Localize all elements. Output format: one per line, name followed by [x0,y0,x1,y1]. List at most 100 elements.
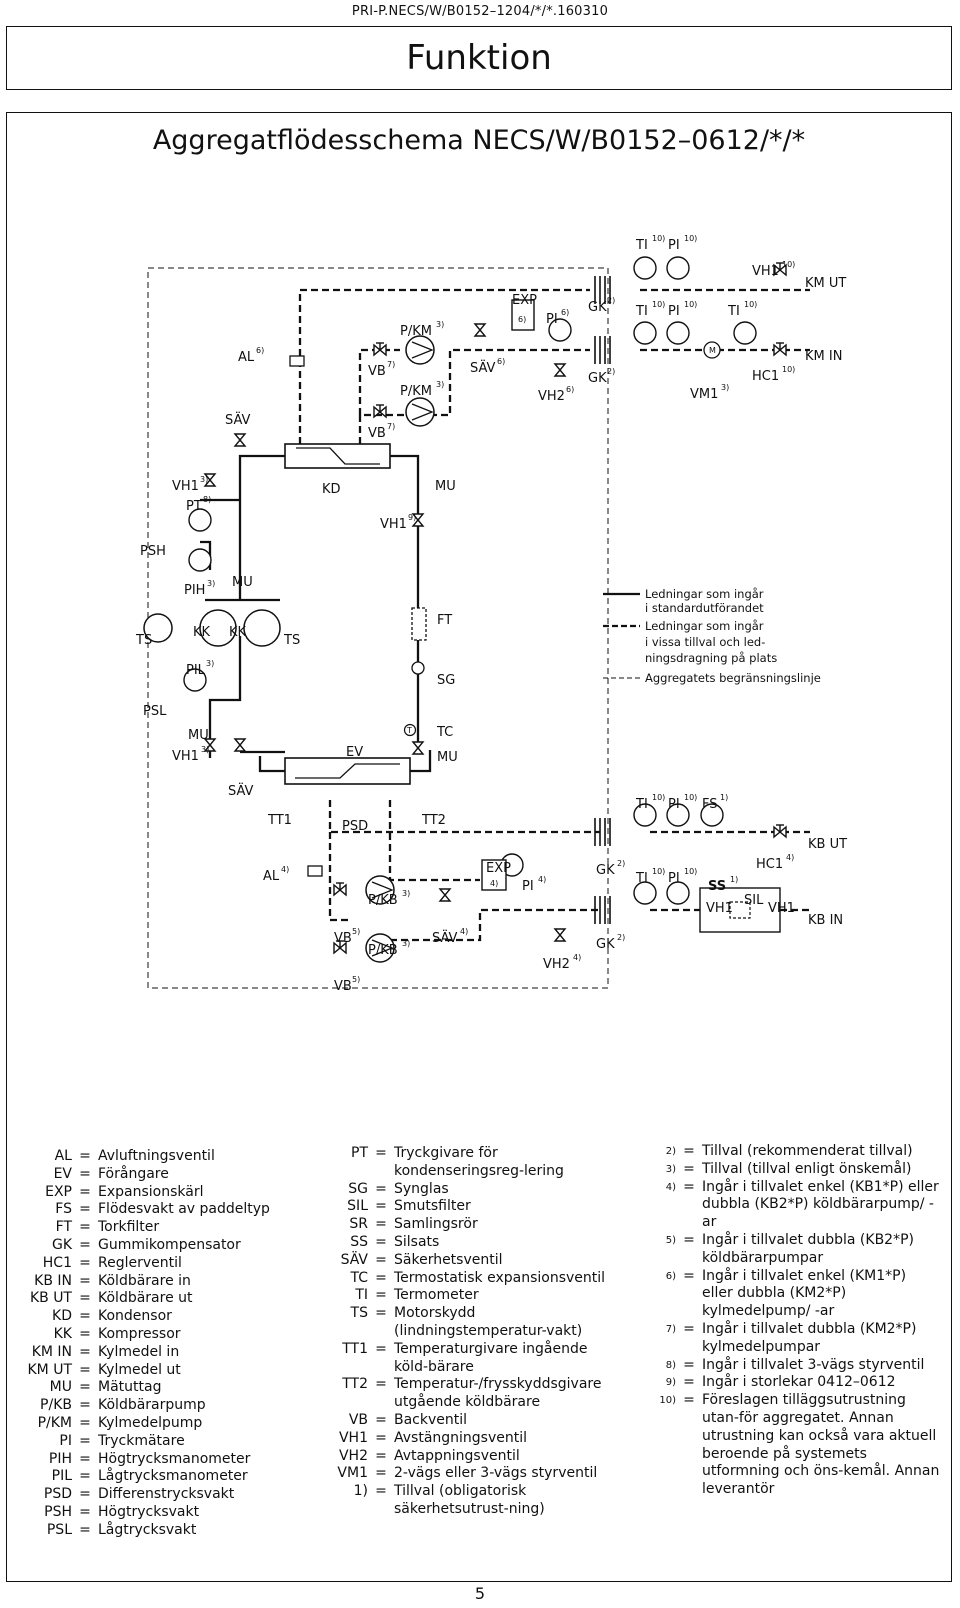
list-item: TT1=Temperaturgivare ingående köld-bärar… [315,1341,624,1377]
item-key: P/KB [40,1397,72,1414]
item-value: Kylmedel ut [98,1361,181,1378]
valve-hc1-top [773,342,787,356]
item-key: PI [59,1432,72,1449]
svg-text:P/KB: P/KB [368,943,398,958]
svg-text:ningsdragning på plats: ningsdragning på plats [645,651,777,665]
list-item: KK=Kompressor [12,1326,270,1344]
diagram-subtitle: Aggregatflödesschema NECS/W/B0152–0612/*… [152,125,806,156]
svg-text:MU: MU [188,728,209,743]
svg-text:PI: PI [668,238,680,253]
svg-text:6): 6) [566,385,574,394]
svg-text:VH1: VH1 [706,901,733,916]
svg-text:10): 10) [782,260,795,269]
svg-text:TI: TI [635,797,648,812]
item-value: Kylmedelpump [98,1414,203,1431]
svg-text:Ledningar som ingår: Ledningar som ingår [645,619,764,633]
svg-text:10): 10) [684,234,697,243]
item-key: PIH [48,1450,72,1467]
svg-text:6): 6) [256,346,264,355]
item-key: PSD [43,1486,72,1503]
item-key: VH2 [338,1447,368,1464]
svg-text:TI: TI [635,238,648,253]
gauge-ti-c [733,321,757,345]
valve-hc1-bot [773,824,787,838]
svg-text:SS: SS [708,879,726,894]
sight-glass-sg [411,661,425,675]
item-key: SG [348,1180,368,1197]
svg-text:PSD: PSD [342,819,368,834]
list-item: VB=Backventil [315,1412,624,1430]
svg-text:10): 10) [782,365,795,374]
svg-text:KM UT: KM UT [805,276,846,291]
equals-sign: = [375,1251,387,1268]
svg-text:3): 3) [436,320,444,329]
svg-text:10): 10) [684,793,697,802]
svg-text:TT2: TT2 [421,813,446,828]
svg-text:TI: TI [727,304,740,319]
check-valve-vb1 [373,342,387,356]
svg-text:GK: GK [588,371,607,386]
svg-text:VH1: VH1 [768,901,795,916]
equals-sign: = [683,1320,695,1337]
svg-text:KB UT: KB UT [808,837,847,852]
list-item: TC=Termostatisk expansionsventil [315,1270,624,1288]
item-value: Ingår i tillvalet dubbla (KB2*P) köldbär… [702,1231,914,1266]
svg-text:VH2: VH2 [538,389,565,404]
equals-sign: = [79,1486,91,1503]
list-item: SG=Synglas [315,1181,624,1199]
safety-valve-top [234,433,246,447]
svg-text:TS: TS [283,633,300,648]
equals-sign: = [375,1483,387,1500]
item-key: TI [355,1287,368,1304]
equals-sign: = [375,1287,387,1304]
svg-text:10): 10) [652,234,665,243]
item-key: SR [349,1216,368,1233]
svg-text:VH1: VH1 [172,479,199,494]
svg-text:PIL: PIL [186,663,206,678]
item-value: Lågtrycksmanometer [98,1468,248,1485]
list-item: PIL=Lågtrycksmanometer [12,1468,270,1486]
list-item: KM IN=Kylmedel in [12,1344,270,1362]
item-value: Smutsfilter [394,1198,471,1215]
item-value: Kondensor [98,1308,172,1325]
item-key: TT1 [342,1340,368,1357]
item-value: Synglas [394,1180,449,1197]
item-key: SS [350,1233,368,1250]
svg-text:TC: TC [436,725,453,740]
item-key: SÄV [340,1251,368,1268]
item-key: KB UT [29,1290,72,1307]
item-key: SIL [347,1198,368,1215]
equals-sign: = [683,1178,695,1195]
item-key: PSL [46,1521,72,1538]
svg-text:EXP: EXP [486,861,511,876]
svg-text:3): 3) [402,939,410,948]
expansion-tank-top [511,299,535,331]
svg-text:PIH: PIH [184,583,205,598]
svg-text:TS: TS [135,633,152,648]
svg-text:VH2: VH2 [543,957,570,972]
svg-text:7): 7) [387,360,395,369]
svg-text:7): 7) [387,422,395,431]
svg-text:4): 4) [786,853,794,862]
air-vent-al-top [289,355,305,367]
item-value: Motorskydd (lindningstemperatur-vakt) [394,1305,583,1339]
svg-text:TI: TI [635,871,648,886]
svg-text:3): 3) [207,579,215,588]
item-value: 2-vägs eller 3-vägs styrventil [394,1465,598,1482]
list-item: 5)=Ingår i tillvalet dubbla (KB2*P) köld… [648,1232,940,1268]
equals-sign: = [79,1219,91,1236]
equals-sign: = [683,1374,695,1391]
list-item: 3)=Tillval (tillval enligt önskemål) [648,1161,940,1179]
svg-text:EXP: EXP [512,293,537,308]
svg-text:4): 4) [281,865,289,874]
equals-sign: = [375,1233,387,1250]
item-key: GK [51,1236,72,1253]
equals-sign: = [79,1432,91,1449]
list-item: VM1=2-vägs eller 3-vägs styrventil [315,1465,624,1483]
list-item: GK=Gummikompensator [12,1237,270,1255]
item-key: PIL [51,1468,72,1485]
svg-text:VH1: VH1 [752,264,779,279]
list-item: PSL=Lågtrycksvakt [12,1522,270,1540]
list-item: TI=Termometer [315,1287,624,1305]
